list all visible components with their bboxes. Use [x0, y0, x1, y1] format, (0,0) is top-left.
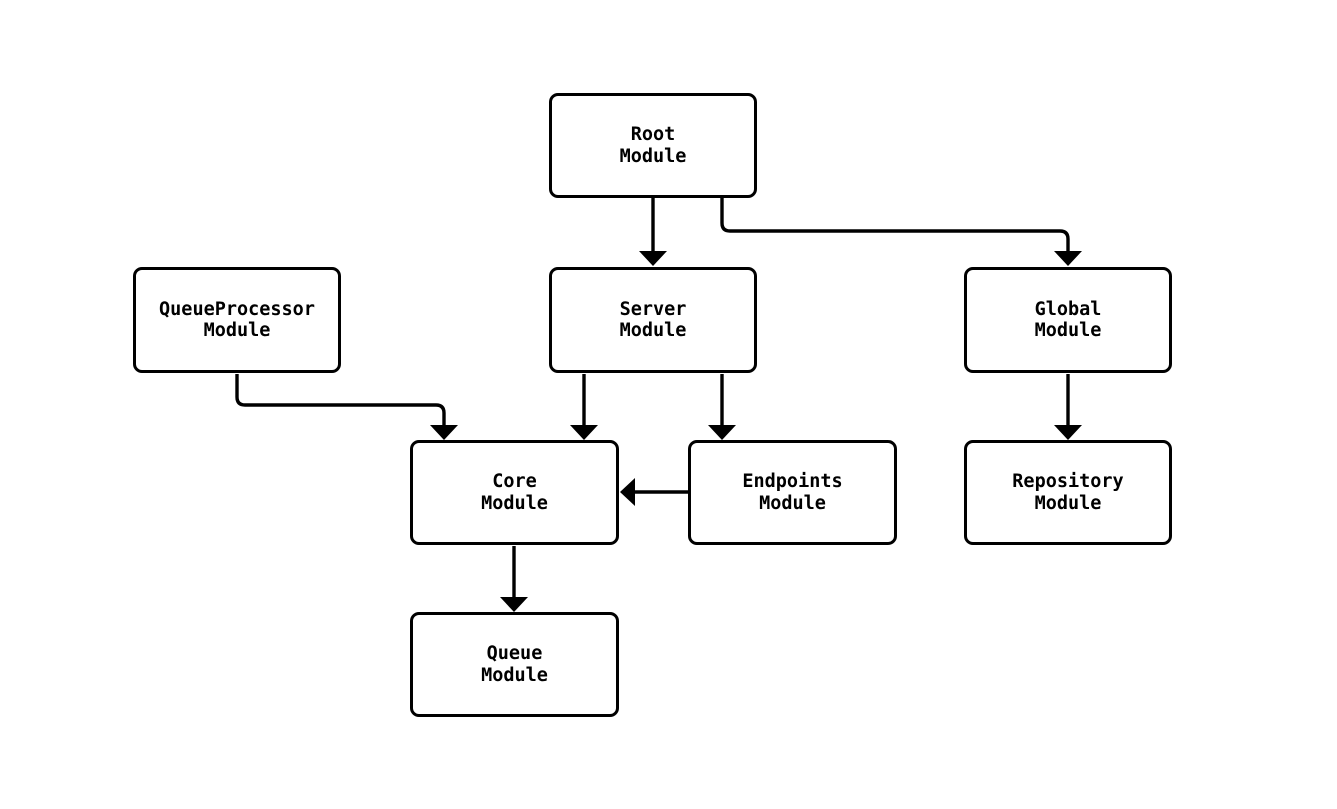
node-label-core: Core Module — [481, 471, 548, 514]
node-queueprocessor-module: QueueProcessor Module — [133, 267, 341, 373]
node-label-repository: Repository Module — [1012, 471, 1124, 514]
arrowhead-root-to-server — [639, 251, 667, 266]
node-repository-module: Repository Module — [964, 440, 1172, 545]
node-endpoints-module: Endpoints Module — [688, 440, 897, 545]
arrowhead-queueprocessor-to-core — [430, 425, 458, 440]
edge-root-to-global — [720, 198, 1070, 251]
arrowhead-endpoints-to-core — [620, 478, 635, 506]
arrowhead-global-to-repository — [1054, 425, 1082, 440]
node-label-queue: Queue Module — [481, 643, 548, 686]
node-server-module: Server Module — [549, 267, 757, 373]
arrowhead-server-to-endpoints — [708, 425, 736, 440]
node-queue-module: Queue Module — [410, 612, 619, 717]
node-global-module: Global Module — [964, 267, 1172, 373]
node-label-root: Root Module — [619, 124, 687, 167]
node-root-module: Root Module — [549, 93, 757, 198]
node-label-server: Server Module — [619, 298, 687, 342]
arrowhead-core-to-queue — [500, 597, 528, 612]
edge-queueprocessor-to-core — [235, 374, 446, 425]
node-label-global: Global Module — [1034, 298, 1102, 342]
node-core-module: Core Module — [410, 440, 619, 545]
node-label-endpoints: Endpoints Module — [742, 471, 843, 514]
arrowhead-server-to-core — [570, 425, 598, 440]
arrowhead-root-to-global — [1054, 251, 1082, 266]
node-label-queueprocessor: QueueProcessor Module — [159, 298, 315, 342]
